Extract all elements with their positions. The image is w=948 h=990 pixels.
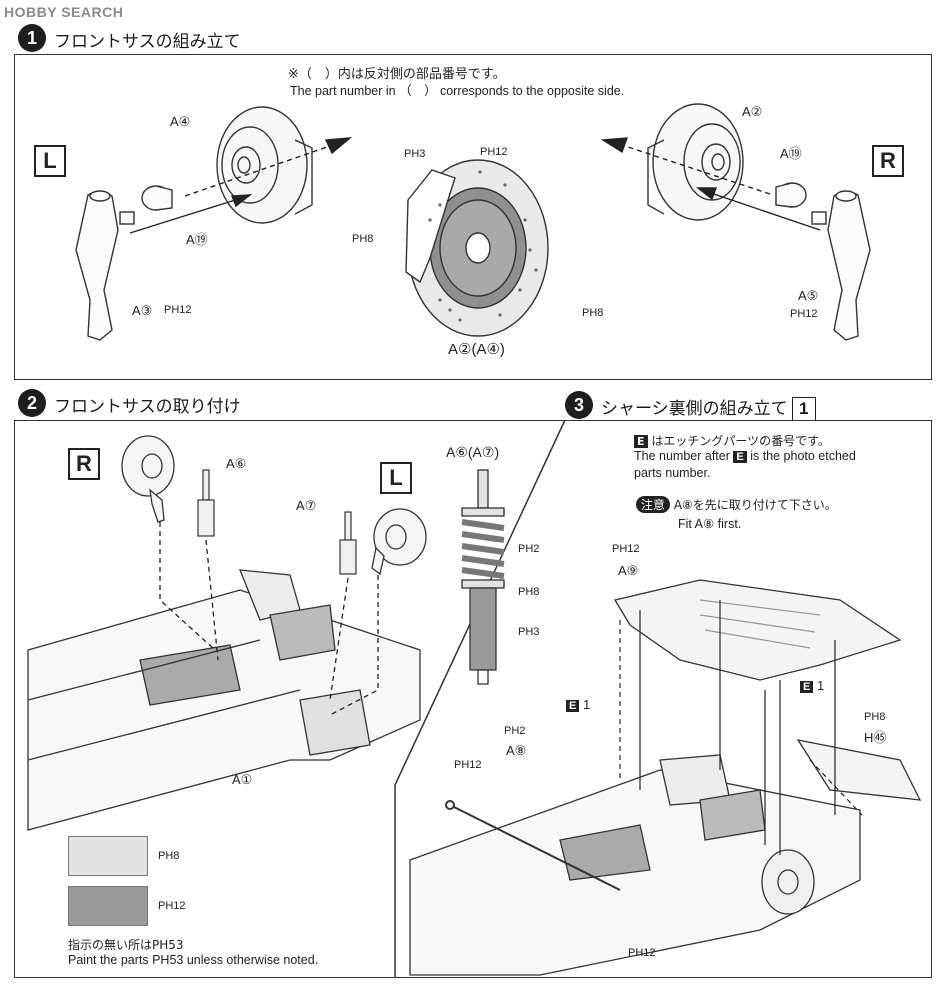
- label-step2-a6: A⑥: [226, 456, 247, 471]
- step3-assembly-arrows: [619, 600, 863, 855]
- legend-label-ph12: PH12: [158, 900, 186, 912]
- step3-rear-brake-drawing: [761, 849, 815, 915]
- step2-dashed-guides: [159, 522, 379, 716]
- paint-note-en: Paint the parts PH53 unless otherwise no…: [68, 953, 319, 967]
- etch-note-jp: E はエッチングパーツの番号です。: [634, 432, 830, 449]
- step1-frame: [14, 54, 932, 380]
- step2-left-side-box: L: [380, 462, 412, 494]
- label-e1-left: E 1: [566, 697, 590, 712]
- caution-note-jp: 注意 A⑧を先に取り付けて下さい。: [636, 496, 837, 513]
- e1-left-num: 1: [582, 697, 591, 712]
- label-a19-left: A⑲: [186, 232, 208, 247]
- label-step2-ph8: PH8: [518, 586, 540, 598]
- step3-divider-line: [394, 419, 566, 978]
- hobby-search-logo: HOBBY SEARCH: [4, 4, 124, 20]
- step2-right-side-box: R: [68, 448, 100, 480]
- step2-shock-a7-drawing: [339, 511, 357, 575]
- label-a4: A④: [170, 114, 191, 129]
- label-a19-right: A⑲: [780, 146, 802, 161]
- step2-left-brake-drawing: [371, 508, 427, 576]
- step3-upper-panel-drawing: [613, 579, 902, 681]
- label-a6-a7: A⑥(A⑦): [446, 444, 500, 460]
- label-step2-a7: A⑦: [296, 498, 317, 513]
- rotor-dot-pattern: [428, 170, 538, 322]
- etch-note-en3: parts number.: [634, 466, 711, 480]
- step2-chassis-drawing: [27, 569, 421, 831]
- label-ph8-right: PH8: [582, 307, 604, 319]
- label-ph3: PH3: [404, 148, 426, 160]
- label-a1: A①: [232, 772, 253, 787]
- left-pin-drawing: [141, 185, 173, 211]
- center-brake-rotor-drawing: [405, 159, 549, 337]
- right-assembly-arrows: [600, 137, 821, 231]
- label-ph12-right: PH12: [790, 308, 818, 320]
- label-step3-ph12-mid: PH12: [454, 759, 482, 771]
- etch-note-jp-text: はエッチングパーツの番号です。: [651, 434, 830, 448]
- etch-note-en2: is the photo etched: [750, 449, 856, 463]
- right-knuckle-drawing: [811, 190, 871, 341]
- label-h45: H㊺: [864, 730, 887, 745]
- legend-swatch-ph8: [68, 836, 148, 876]
- label-a8: A⑧: [506, 743, 527, 758]
- label-ph8-left: PH8: [352, 233, 374, 245]
- label-ph12-left: PH12: [164, 304, 192, 316]
- label-a5: A⑤: [798, 288, 819, 303]
- legend-swatch-ph12: [68, 886, 148, 926]
- step3-a8-rod-drawing: [445, 800, 621, 891]
- large-shock-drawing: [461, 469, 505, 685]
- right-pin-drawing: [775, 182, 807, 208]
- step2-number: 2: [18, 389, 46, 417]
- step3-title-text: シャーシ裏側の組み立て: [601, 399, 788, 419]
- caution-tag: 注意: [636, 496, 671, 513]
- caution-jp-text: A⑧を先に取り付けて下さい。: [673, 498, 837, 512]
- label-step2-ph3: PH3: [518, 626, 540, 638]
- e1-right-num: 1: [816, 678, 825, 693]
- step1-note-en: The part number in （ ） corresponds to th…: [290, 84, 625, 98]
- etch-mark-icon: E: [634, 435, 648, 448]
- step1-title: フロントサスの組み立て: [54, 32, 241, 52]
- left-knuckle-drawing: [75, 190, 135, 341]
- label-step3-ph12-top: PH12: [612, 543, 640, 555]
- e-mark-left-icon: E: [566, 700, 580, 712]
- label-e1-right: E 1: [800, 678, 824, 693]
- label-step3-ph2: PH2: [504, 725, 526, 737]
- step2-step3-frame: [14, 420, 932, 978]
- step2-right-brake-drawing: [121, 435, 175, 523]
- label-ph12-center: PH12: [480, 146, 508, 158]
- caution-note-en: Fit A⑧ first.: [678, 517, 742, 531]
- label-a2-a4: A②(A④): [448, 341, 505, 358]
- step1-right-side-box: R: [872, 145, 904, 177]
- etch-note-en1: The number after: [634, 449, 730, 463]
- right-brake-disc-drawing: [647, 103, 744, 221]
- label-step3-ph8: PH8: [864, 711, 886, 723]
- step3-chassis-drawing: [409, 754, 861, 976]
- step1-number: 1: [18, 24, 46, 52]
- legend-label-ph8: PH8: [158, 850, 180, 862]
- label-a3: A③: [132, 303, 153, 318]
- paint-note-jp: 指示の無い所はPH53: [68, 938, 184, 952]
- step1-note-jp: ※（ ）内は反対側の部品番号です。: [288, 67, 506, 82]
- left-brake-disc-drawing: [216, 106, 313, 224]
- etch-note-en-line1: The number after E is the photo etched: [634, 449, 856, 463]
- e-mark-right-icon: E: [800, 681, 814, 693]
- etch-mark-icon-2: E: [733, 451, 747, 463]
- label-a9: A⑨: [618, 563, 639, 578]
- step2-title: フロントサスの取り付け: [54, 397, 241, 417]
- step1-left-side-box: L: [34, 145, 66, 177]
- step3-number: 3: [565, 391, 593, 419]
- label-step2-ph2: PH2: [518, 543, 540, 555]
- step3-h45-part-drawing: [796, 739, 922, 801]
- label-a2: A②: [742, 104, 763, 119]
- label-step3-ph12-bottom: PH12: [628, 947, 656, 959]
- step2-shock-a6-drawing: [197, 469, 215, 537]
- left-assembly-arrows: [129, 137, 353, 234]
